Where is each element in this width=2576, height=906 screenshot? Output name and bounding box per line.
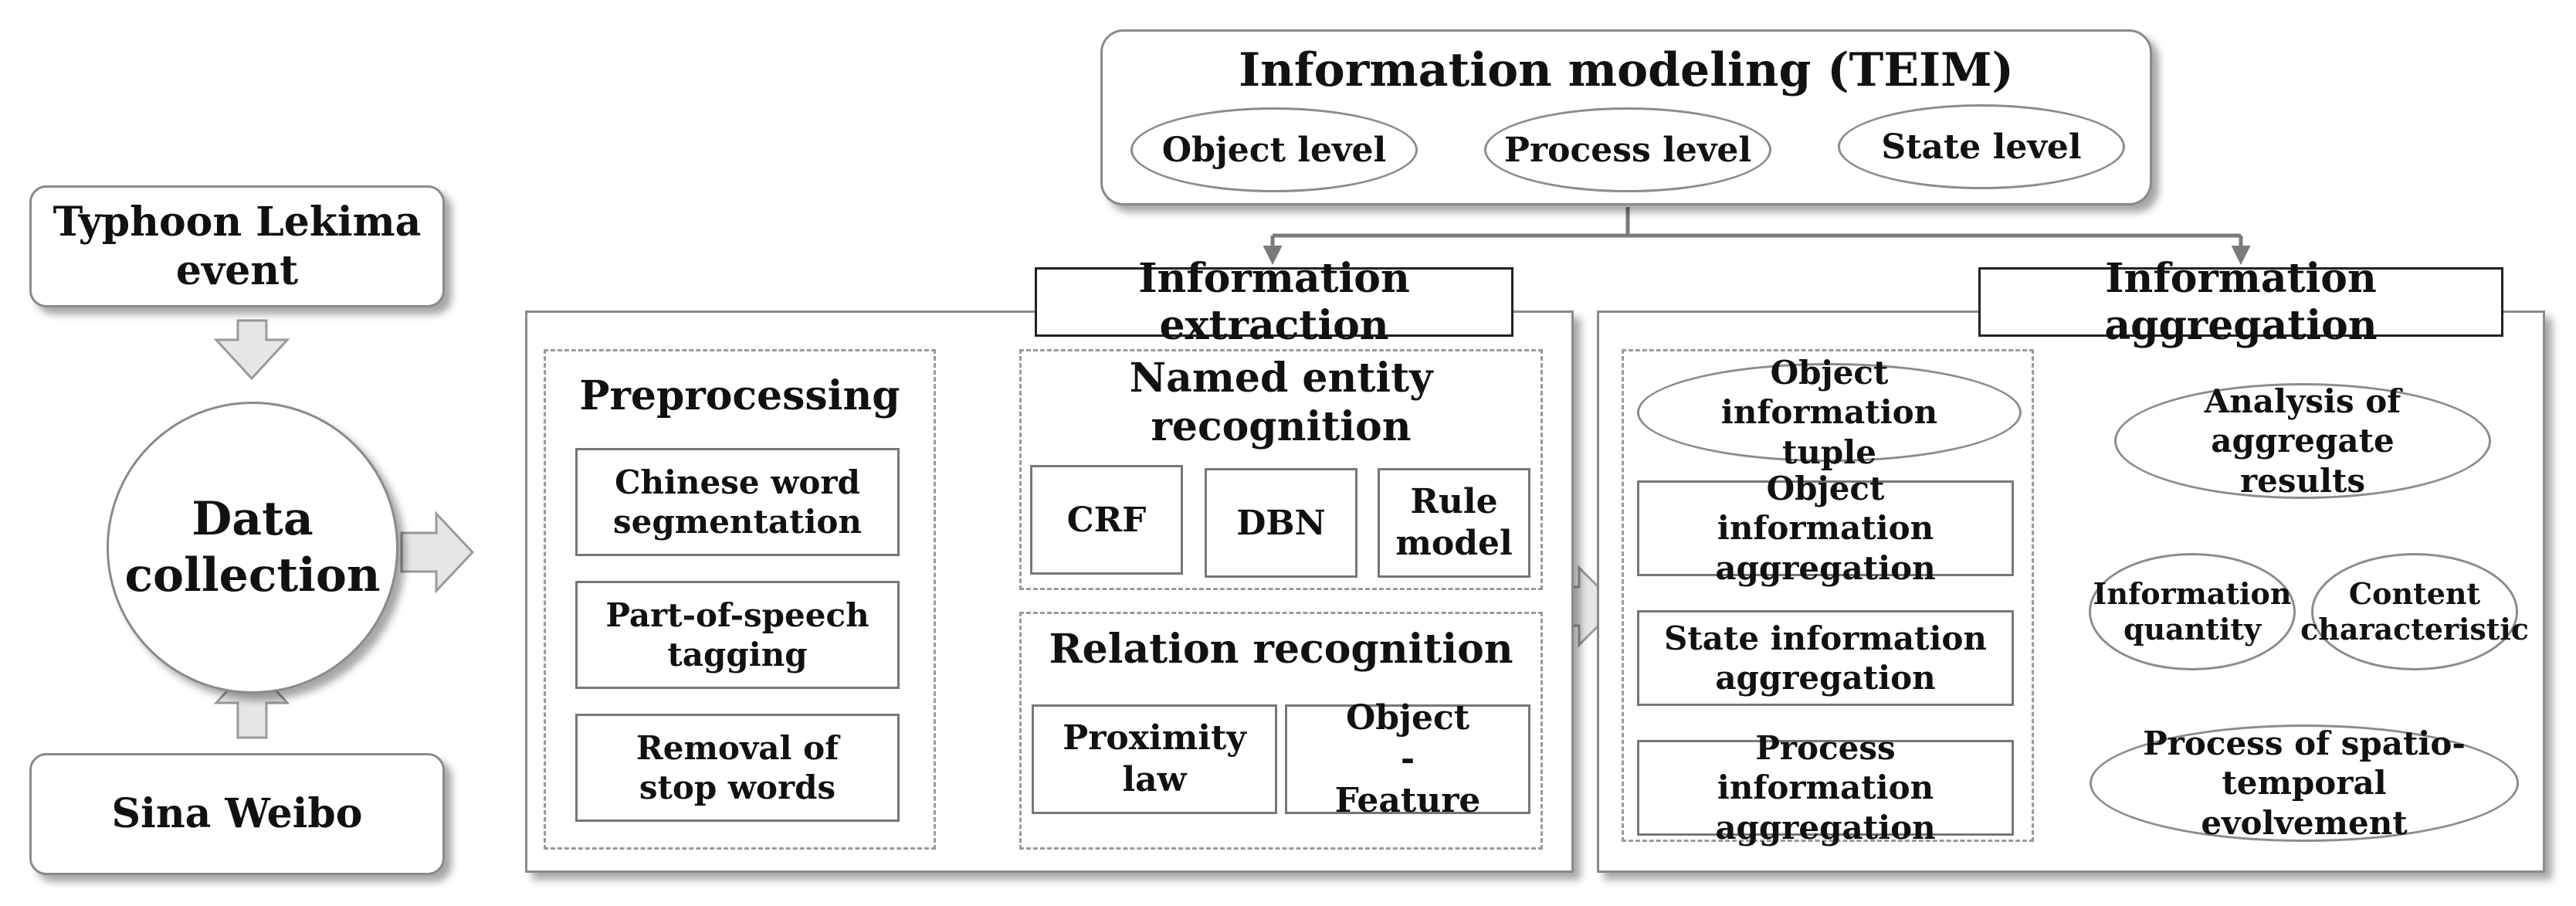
source-to-collection-arrow <box>213 662 290 739</box>
object-level-ellipse: Object level <box>1130 107 1418 192</box>
object-tuple-ellipse: Object information tuple <box>1637 354 2022 471</box>
state-aggregation-step: State information aggregation <box>1637 610 2014 706</box>
event-box: Typhoon Lekima event <box>29 185 445 307</box>
pos-tagging-step: Part-of-speech tagging <box>575 581 900 689</box>
ner-group <box>1019 349 1543 590</box>
process-aggregation-step: Process information aggregation <box>1637 729 2014 847</box>
aggregation-steps-group <box>1622 349 2034 842</box>
ner-title: Named entity recognition <box>1129 354 1433 450</box>
event-label: Typhoon Lekima event <box>53 198 422 294</box>
teim-title: Information modeling (TEIM) <box>1239 43 2014 97</box>
preprocessing-group <box>544 349 936 850</box>
teim-box: Information modeling (TEIM) Object level… <box>1100 29 2152 205</box>
data-collection-circle: Data collection <box>107 402 398 694</box>
data-collection-label: Data collection <box>124 491 381 602</box>
source-box: Sina Weibo <box>29 753 445 875</box>
rule-model-method: Rule model <box>1378 468 1530 578</box>
collection-to-extraction-arrow <box>400 511 475 594</box>
spatiotemporal-evolvement-ellipse: Process of spatio-temporal evolvement <box>2090 724 2519 842</box>
word-segmentation-step: Chinese word segmentation <box>575 448 900 556</box>
proximity-law-method: Proximity law <box>1032 704 1277 814</box>
content-characteristic-ellipse: Content characteristic <box>2300 553 2529 670</box>
aggregation-title: Information aggregation <box>1978 255 2503 349</box>
preprocessing-title: Preprocessing <box>579 372 900 419</box>
stop-words-step: Removal of stop words <box>575 714 900 822</box>
dbn-method: DBN <box>1205 468 1357 578</box>
state-level-ellipse: State level <box>1838 104 2125 189</box>
crf-method: CRF <box>1030 465 1183 575</box>
process-level-ellipse: Process level <box>1484 107 1771 192</box>
object-aggregation-step: Object information aggregation <box>1637 470 2014 587</box>
information-quantity-ellipse: Information quantity <box>2089 553 2296 670</box>
event-to-collection-arrow <box>213 319 290 381</box>
source-label: Sina Weibo <box>111 790 363 838</box>
relation-group <box>1019 612 1543 850</box>
object-feature-method: Object - Feature <box>1285 698 1530 820</box>
analysis-ellipse: Analysis of aggregate results <box>2114 382 2491 500</box>
teim-branch-connector <box>1263 207 2251 265</box>
relation-title: Relation recognition <box>1049 625 1513 673</box>
extraction-title: Information extraction <box>1035 255 1513 349</box>
